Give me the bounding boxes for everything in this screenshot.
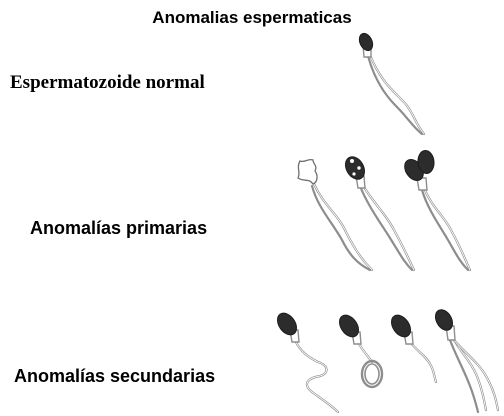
secondary-anomaly-bent-tail <box>388 312 436 382</box>
secondary-anomaly-coiled-tail <box>274 310 338 412</box>
normal-sperm <box>357 31 424 134</box>
primary-anomaly-vacuolated-head <box>342 153 414 270</box>
secondary-anomaly-multiple-tails <box>432 307 498 412</box>
primary-anomaly-double-head <box>401 150 470 270</box>
secondary-anomaly-looped-tail <box>336 312 382 387</box>
